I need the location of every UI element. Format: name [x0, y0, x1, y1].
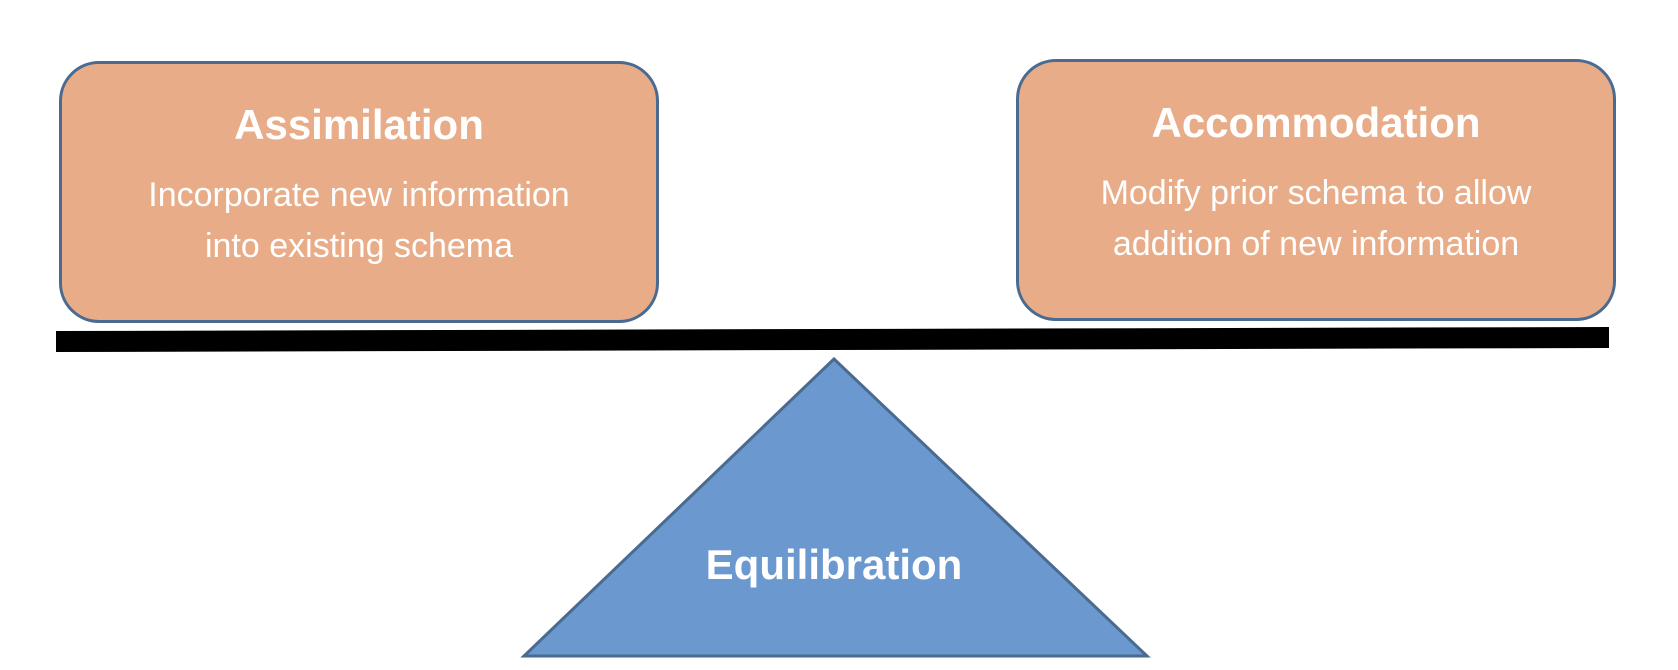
accommodation-description-line2: addition of new information: [1112, 225, 1520, 264]
accommodation-title: Accommodation: [1151, 99, 1481, 146]
accommodation-description: Modify prior schema to allow addition of…: [1071, 168, 1562, 270]
fulcrum-triangle: [520, 356, 1151, 658]
assimilation-description: Incorporate new information into existin…: [118, 170, 599, 272]
assimilation-box: Assimilation Incorporate new information…: [59, 61, 659, 323]
accommodation-description-line1: Modify prior schema to allow: [1100, 174, 1532, 213]
assimilation-description-line1: Incorporate new information: [148, 176, 570, 215]
accommodation-box: Accommodation Modify prior schema to all…: [1016, 59, 1616, 321]
equilibration-label: Equilibration: [705, 541, 963, 588]
assimilation-title: Assimilation: [234, 101, 484, 148]
balance-beam: [56, 327, 1609, 352]
assimilation-description-line2: into existing schema: [204, 227, 514, 266]
